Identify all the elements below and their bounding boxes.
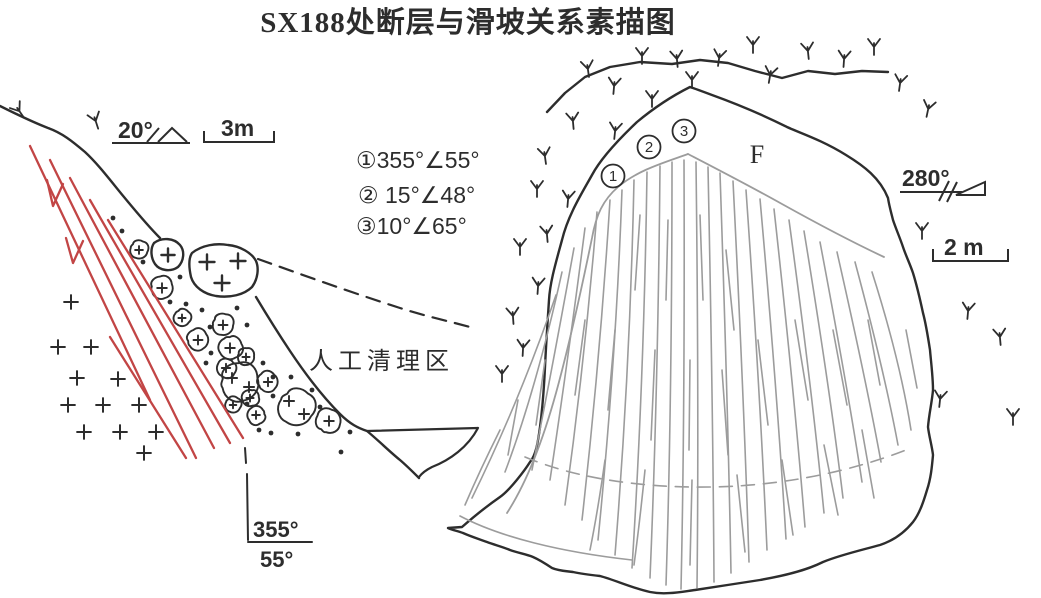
grass-icon <box>495 365 509 383</box>
direction-arrow-icon <box>938 180 986 203</box>
slope-ground-line <box>0 104 162 240</box>
grass-icon <box>761 65 779 85</box>
bench-line <box>365 426 480 479</box>
left-grass-icons <box>9 100 105 132</box>
toe-parallel-line <box>459 515 633 561</box>
grass-icon <box>685 71 699 89</box>
slip-direction-label: 280° <box>902 165 950 191</box>
cleanup-area-label: 人工清理区 <box>309 348 454 375</box>
attitude-annotations: ①355°∠55° ② 15°∠48° ③10°∠65° <box>356 147 480 239</box>
granite-block-large <box>188 243 259 298</box>
fault-attitude-callout: 355° 55° <box>253 517 299 572</box>
grass-icon <box>645 90 659 108</box>
grass-icon <box>565 111 581 131</box>
breccia-dots <box>110 215 353 455</box>
svg-text:3: 3 <box>680 123 688 140</box>
dip-direction-label: 355° <box>253 517 299 542</box>
grass-icon <box>530 180 544 198</box>
fault-label-f: F <box>750 140 764 169</box>
slip-direction-indicator: 280° <box>900 165 986 203</box>
grass-icon <box>607 121 623 141</box>
scale-3m-label: 3m <box>221 115 254 141</box>
inferred-surface-dashed <box>256 257 472 329</box>
grass-icon <box>932 389 948 409</box>
grass-icon <box>536 146 553 166</box>
scale-bar-2m: 2 m <box>932 234 1009 262</box>
slope-angle-label: 20° <box>118 117 153 143</box>
grass-icon <box>960 301 976 321</box>
grass-icon <box>505 306 521 326</box>
grass-icon <box>513 238 527 256</box>
svg-text:2: 2 <box>645 139 653 156</box>
shear-arrow-icon <box>45 178 65 208</box>
breccia-boundary-line <box>254 295 421 480</box>
slip-surface-edge-right <box>687 153 885 258</box>
internal-dashed-line <box>524 449 907 488</box>
slip-surface-edge-left <box>506 153 689 514</box>
hill-crest-line <box>545 58 890 114</box>
grass-icon <box>919 99 937 119</box>
grass-icon <box>836 49 852 69</box>
dip-angle-label: 55° <box>260 547 293 572</box>
right-section: 1 2 3 F 280° 2 m <box>446 36 1020 595</box>
marker-2: 2 <box>636 134 662 160</box>
granite-block-small <box>150 237 185 272</box>
marker-1: 1 <box>600 163 626 189</box>
scale-2m-label: 2 m <box>944 234 984 260</box>
grass-icon <box>560 189 576 209</box>
attitude-note-3: ③10°∠65° <box>356 213 467 239</box>
grass-icon <box>711 48 728 68</box>
fault-lines <box>28 144 245 460</box>
grass-icon <box>539 224 555 244</box>
grass-icon <box>515 338 531 358</box>
slope-dip-indicator: 20° <box>112 117 190 144</box>
figure-title: SX188处断层与滑坡关系素描图 <box>260 6 676 39</box>
grass-icon <box>800 41 816 61</box>
grass-icon <box>992 327 1008 347</box>
svg-text:1: 1 <box>609 168 617 185</box>
grass-icon <box>915 222 929 240</box>
shear-arrow-icon <box>64 236 85 265</box>
attitude-note-1: ①355°∠55° <box>356 147 480 173</box>
dip-triangle-icon <box>146 126 188 143</box>
grass-icon <box>86 110 105 132</box>
grass-icon <box>892 73 909 93</box>
left-outlines <box>0 104 480 543</box>
grass-icon <box>606 76 622 96</box>
marker-3: 3 <box>671 118 697 144</box>
sample-markers: 1 2 3 <box>600 118 697 189</box>
grass-icon <box>867 38 881 56</box>
fault-attitude-leader <box>244 447 313 543</box>
grass-icon <box>746 36 760 54</box>
attitude-note-2: ② 15°∠48° <box>358 182 475 208</box>
grass-icon <box>530 276 546 296</box>
striation-lines <box>459 153 918 590</box>
left-section: 20° 3m ①355°∠55° ② 15°∠48° ③10°∠65° 人工清理… <box>0 100 480 572</box>
scale-bar-3m: 3m <box>203 115 275 143</box>
grass-icon <box>1006 408 1020 426</box>
